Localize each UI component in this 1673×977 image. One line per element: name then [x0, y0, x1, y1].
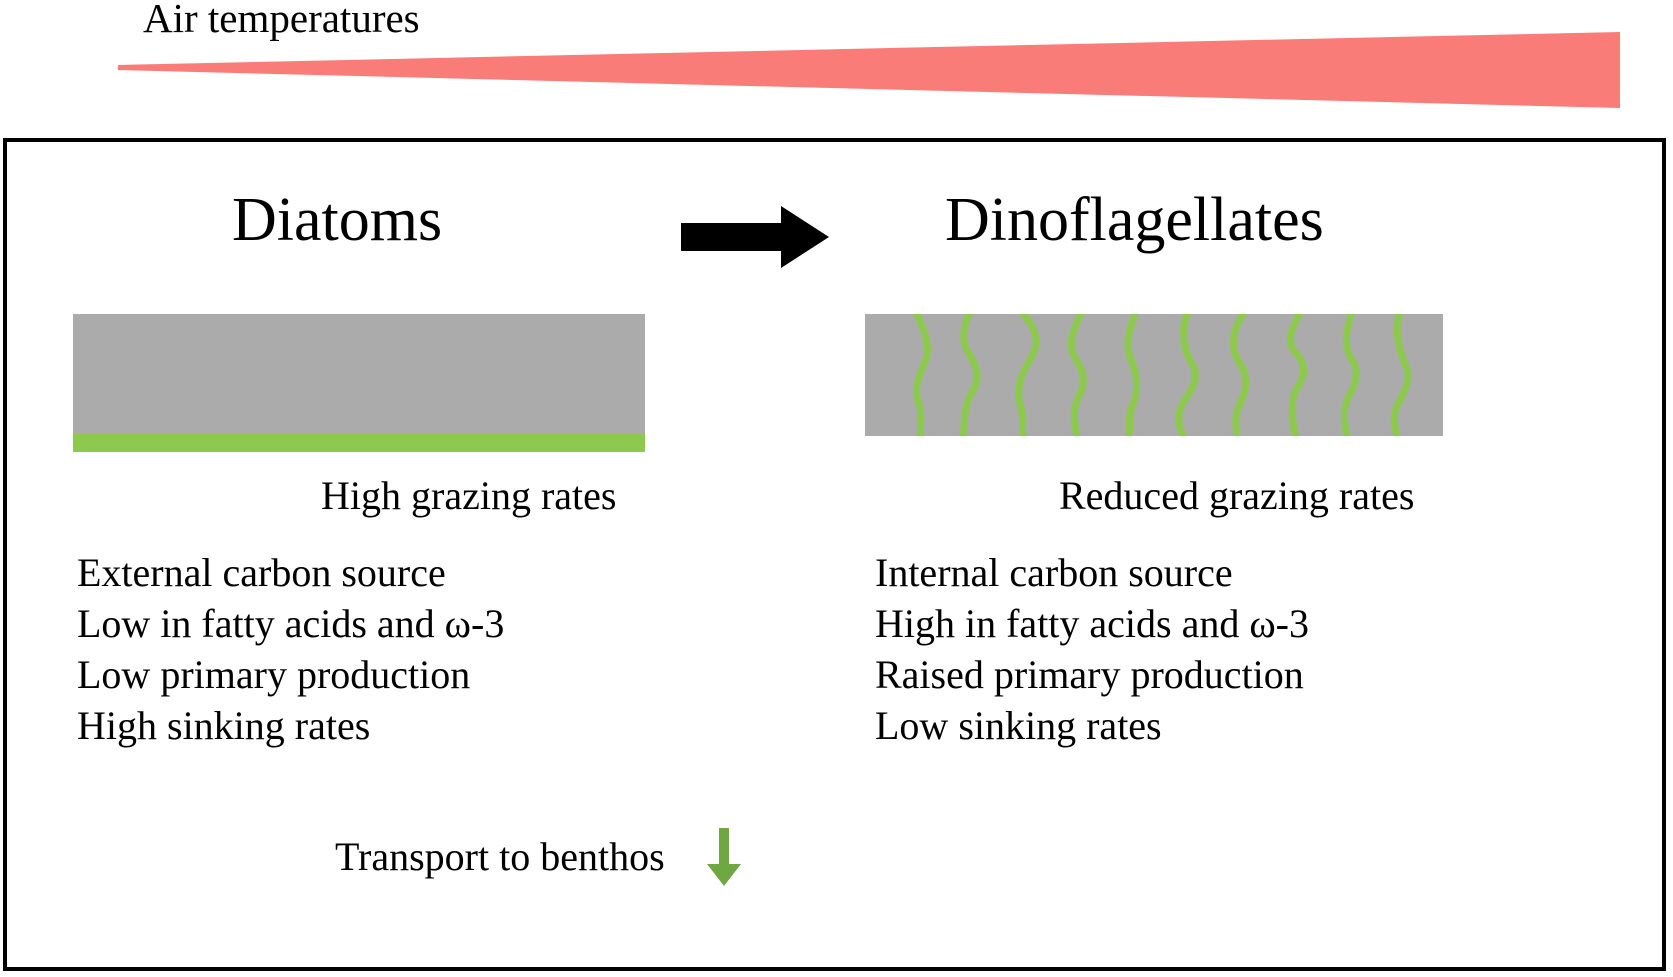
organism-block-diatoms — [73, 314, 645, 452]
grazing-caption-dinoflagellates: Reduced grazing rates — [1059, 473, 1415, 518]
air-temperature-label: Air temperatures — [143, 0, 420, 41]
trait-item: High in fatty acids and ω-3 — [875, 601, 1310, 646]
trait-list-diatoms: External carbon source Low in fatty acid… — [77, 547, 504, 751]
transport-row: Transport to benthos — [335, 828, 741, 886]
warming-wedge-icon — [118, 32, 1620, 108]
column-heading-diatoms: Diatoms — [232, 186, 443, 254]
flagella-strands-icon — [913, 314, 1412, 436]
transport-label: Transport to benthos — [335, 834, 665, 879]
down-arrow-icon — [706, 828, 741, 886]
trait-item: High sinking rates — [77, 703, 371, 748]
trait-item: Low sinking rates — [875, 703, 1162, 748]
column-heading-dinoflagellates: Dinoflagellates — [945, 186, 1324, 254]
main-panel: Diatoms Dinoflagellates — [3, 138, 1666, 971]
grazing-caption-diatoms: High grazing rates — [321, 473, 617, 518]
trait-item: Raised primary production — [875, 652, 1304, 697]
water-column-slab-diatoms — [73, 314, 645, 434]
trait-list-dinoflagellates: Internal carbon source High in fatty aci… — [875, 547, 1309, 751]
organism-block-dinoflagellates — [865, 314, 1443, 436]
air-temperature-band: Air temperatures — [0, 0, 1673, 138]
trait-item: Low primary production — [77, 652, 471, 697]
water-column-slab-dinoflagellates — [865, 314, 1443, 436]
right-arrow-icon — [681, 206, 829, 268]
trait-item: Low in fatty acids and ω-3 — [77, 601, 505, 646]
trait-item: External carbon source — [77, 550, 446, 595]
benthic-algal-mat — [73, 434, 645, 452]
trait-item: Internal carbon source — [875, 550, 1233, 595]
